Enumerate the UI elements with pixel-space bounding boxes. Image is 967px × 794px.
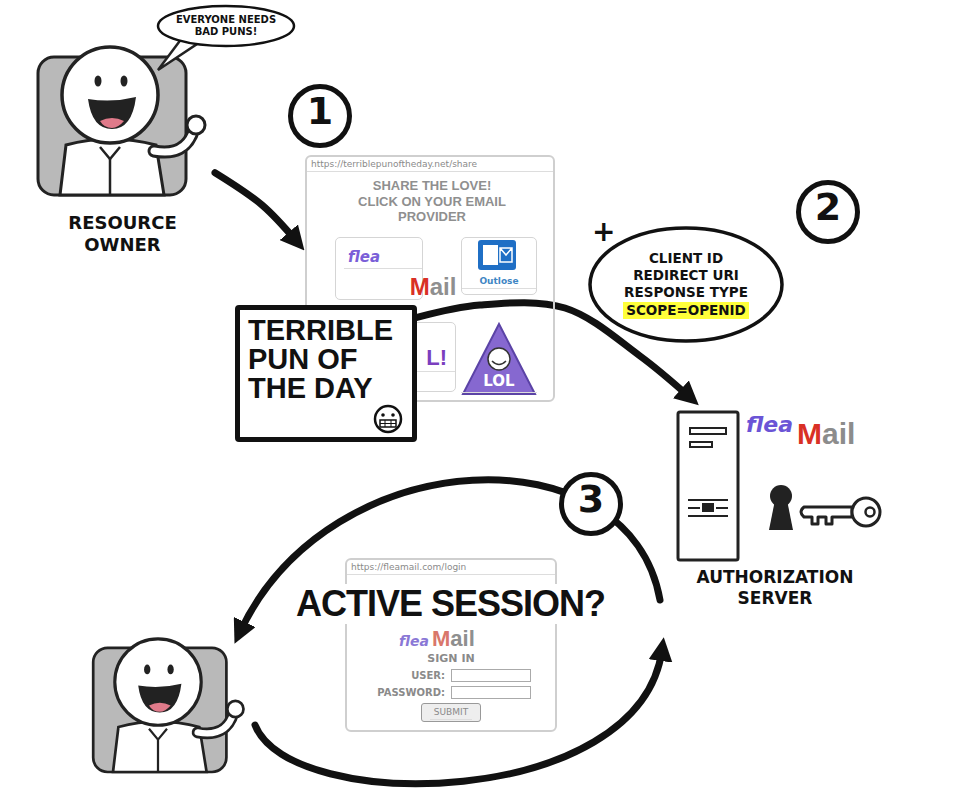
server-vent bbox=[688, 500, 728, 516]
logo-text: Mail bbox=[797, 417, 855, 451]
speech-bubble: EVERYONE NEEDS BAD PUNS! bbox=[156, 4, 296, 48]
instruction-text: SHARE THE LOVE! CLICK ON YOUR EMAIL PROV… bbox=[357, 178, 507, 225]
step-number: 3 bbox=[559, 472, 623, 536]
bubble-outline bbox=[590, 228, 782, 341]
step-number: 2 bbox=[796, 180, 860, 244]
troll-face bbox=[488, 348, 510, 370]
resource-owner-figure bbox=[93, 639, 243, 772]
emoji-teeth bbox=[380, 420, 396, 427]
scope-highlight: SCOPE=OPENID bbox=[623, 302, 749, 319]
step-number: 1 bbox=[288, 84, 352, 148]
email-tile: fleaMail bbox=[335, 237, 423, 300]
email-tile: LOL bbox=[461, 322, 537, 396]
authorization-server: fleaMailAUTHORIZATION SERVER bbox=[660, 405, 890, 610]
keyhole bbox=[769, 500, 793, 530]
param-text: CLIENT ID bbox=[608, 250, 764, 267]
outlook-icon bbox=[478, 240, 516, 270]
actor-label: RESOURCE OWNER bbox=[60, 212, 185, 255]
server-label: AUTHORIZATION SERVER bbox=[660, 567, 890, 610]
key bbox=[801, 507, 852, 524]
button-text: SUBMIT bbox=[430, 705, 472, 720]
outlook-icon bbox=[483, 245, 498, 265]
param-text: REDIRECT URI bbox=[608, 267, 764, 284]
server-led bbox=[702, 503, 714, 512]
submit-button: SUBMIT bbox=[421, 703, 481, 722]
emoji-teeth bbox=[380, 420, 396, 427]
request-bubble: CLIENT IDREDIRECT URIRESPONSE TYPESCOPE=… bbox=[588, 226, 784, 343]
form-heading: SIGN IN bbox=[347, 652, 555, 665]
plus-sign: + bbox=[592, 218, 615, 246]
bubble-outline bbox=[158, 6, 294, 46]
logo-text: Mail bbox=[432, 628, 475, 650]
server-slot bbox=[690, 428, 726, 434]
logo-text: flea bbox=[344, 246, 422, 269]
param-text: RESPONSE TYPE bbox=[608, 284, 764, 301]
logo-text: LOL bbox=[461, 322, 537, 393]
flow-arrow bbox=[255, 650, 662, 784]
emoji-eye bbox=[391, 413, 395, 417]
emoji-face bbox=[375, 406, 401, 432]
logo-title: TERRIBLE PUN OF THE DAY bbox=[248, 316, 404, 403]
logo-text: flea bbox=[746, 412, 793, 437]
question-label: ACTIVE SESSION? bbox=[292, 584, 609, 624]
field-label: USER: bbox=[347, 669, 555, 682]
url-text: https://terriblepunoftheday.net/share bbox=[307, 157, 553, 172]
field-label: PASSWORD: bbox=[347, 686, 555, 699]
key bbox=[866, 508, 875, 517]
actor-node: RESOURCE OWNER bbox=[30, 40, 215, 261]
troll-face bbox=[492, 361, 506, 365]
app-logo: TERRIBLE PUN OF THE DAY bbox=[235, 305, 417, 442]
url-text: https://fleamail.com/login bbox=[347, 560, 555, 575]
resource-owner-figure bbox=[38, 47, 205, 195]
flow-arrow bbox=[215, 173, 296, 241]
outlook-icon bbox=[500, 248, 512, 262]
server-tower bbox=[678, 412, 738, 560]
logo-text: flea bbox=[399, 633, 429, 649]
logo-text: Outlose bbox=[462, 238, 536, 289]
key bbox=[852, 498, 880, 526]
emoji-eye bbox=[381, 413, 385, 417]
email-tile: Outlose bbox=[461, 237, 537, 295]
speech-text: EVERYONE NEEDS BAD PUNS! bbox=[172, 14, 280, 38]
server-slot bbox=[690, 442, 712, 447]
